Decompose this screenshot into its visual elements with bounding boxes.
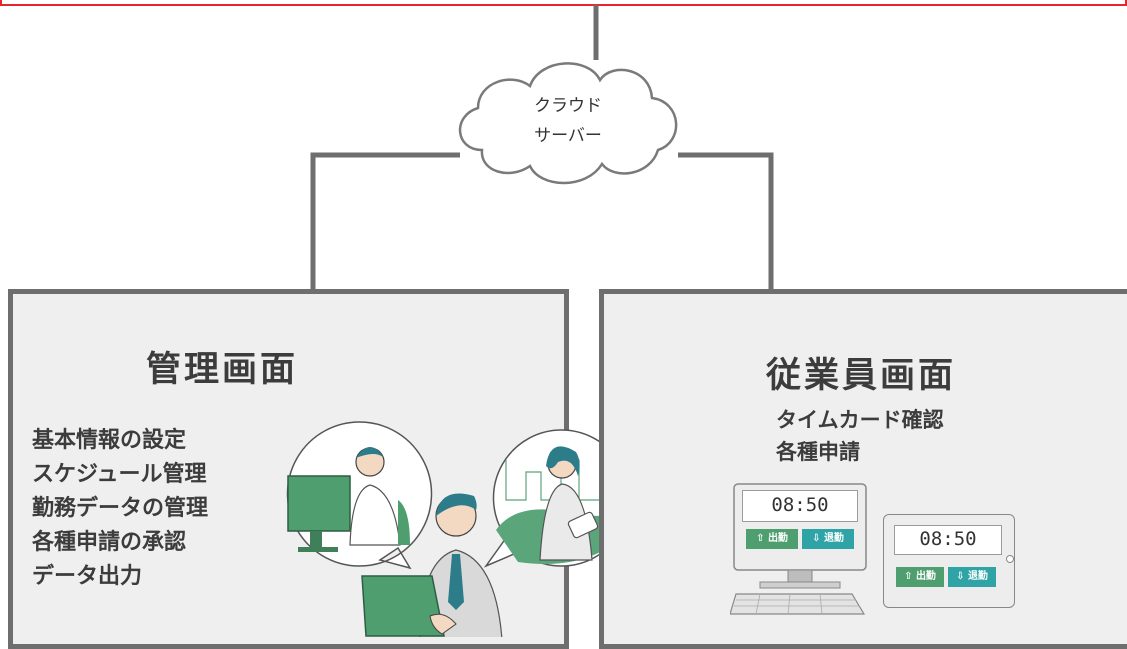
desktop-clock-in-label: 出勤: [767, 533, 788, 544]
desktop-computer: 08:50 ⇧ 出勤 ⇩ 退勤: [730, 482, 870, 617]
employee-panel-title: 従業員画面: [766, 356, 957, 396]
desktop-clock-in-button[interactable]: ⇧ 出勤: [746, 529, 798, 549]
employee-feature-item: 各種申請: [776, 440, 860, 464]
admin-panel-title: 管理画面: [146, 350, 299, 390]
tablet-device: 08:50 ⇧ 出勤 ⇩ 退勤: [883, 514, 1015, 608]
employee-feature-list: タイムカード確認 各種申請: [776, 404, 944, 468]
admin-feature-item: スケジュール管理: [32, 462, 207, 487]
right-connector: [678, 152, 774, 292]
admin-feature-item: 各種申請の承認: [32, 530, 187, 555]
tablet-time-display: 08:50: [894, 525, 1002, 555]
clock-in-icon: ⇧: [756, 533, 768, 544]
cloud-label-line1: クラウド: [534, 96, 602, 116]
desktop-clock-out-button[interactable]: ⇩ 退勤: [802, 529, 854, 549]
admin-feature-item: 勤務データの管理: [32, 496, 209, 521]
tablet-clock-out-label: 退勤: [967, 571, 988, 582]
tablet-clock-in-label: 出勤: [915, 571, 936, 582]
clock-out-icon: ⇩: [956, 571, 968, 582]
tablet-clock-in-button[interactable]: ⇧ 出勤: [896, 567, 944, 587]
desktop-time: 08:50: [771, 494, 829, 516]
tablet-home-button: [1006, 555, 1014, 563]
desktop-clock-out-label: 退勤: [823, 533, 844, 544]
clock-in-icon: ⇧: [904, 571, 916, 582]
employee-feature-item: タイムカード確認: [776, 408, 944, 432]
admin-feature-list: 基本情報の設定 スケジュール管理 勤務データの管理 各種申請の承認 データ出力: [32, 424, 208, 594]
left-connector: [310, 152, 460, 292]
admin-feature-item: データ出力: [32, 564, 143, 589]
cloud-label-line2: サーバー: [534, 126, 602, 146]
cloud-icon: [458, 62, 678, 185]
top-system-box: [0, 0, 1127, 6]
clock-out-icon: ⇩: [812, 533, 824, 544]
tablet-time: 08:50: [919, 528, 977, 550]
admin-staff-illustration: [286, 421, 630, 637]
desktop-time-display: 08:50: [742, 490, 858, 522]
tablet-clock-out-button[interactable]: ⇩ 退勤: [948, 567, 996, 587]
admin-feature-item: 基本情報の設定: [32, 428, 187, 453]
